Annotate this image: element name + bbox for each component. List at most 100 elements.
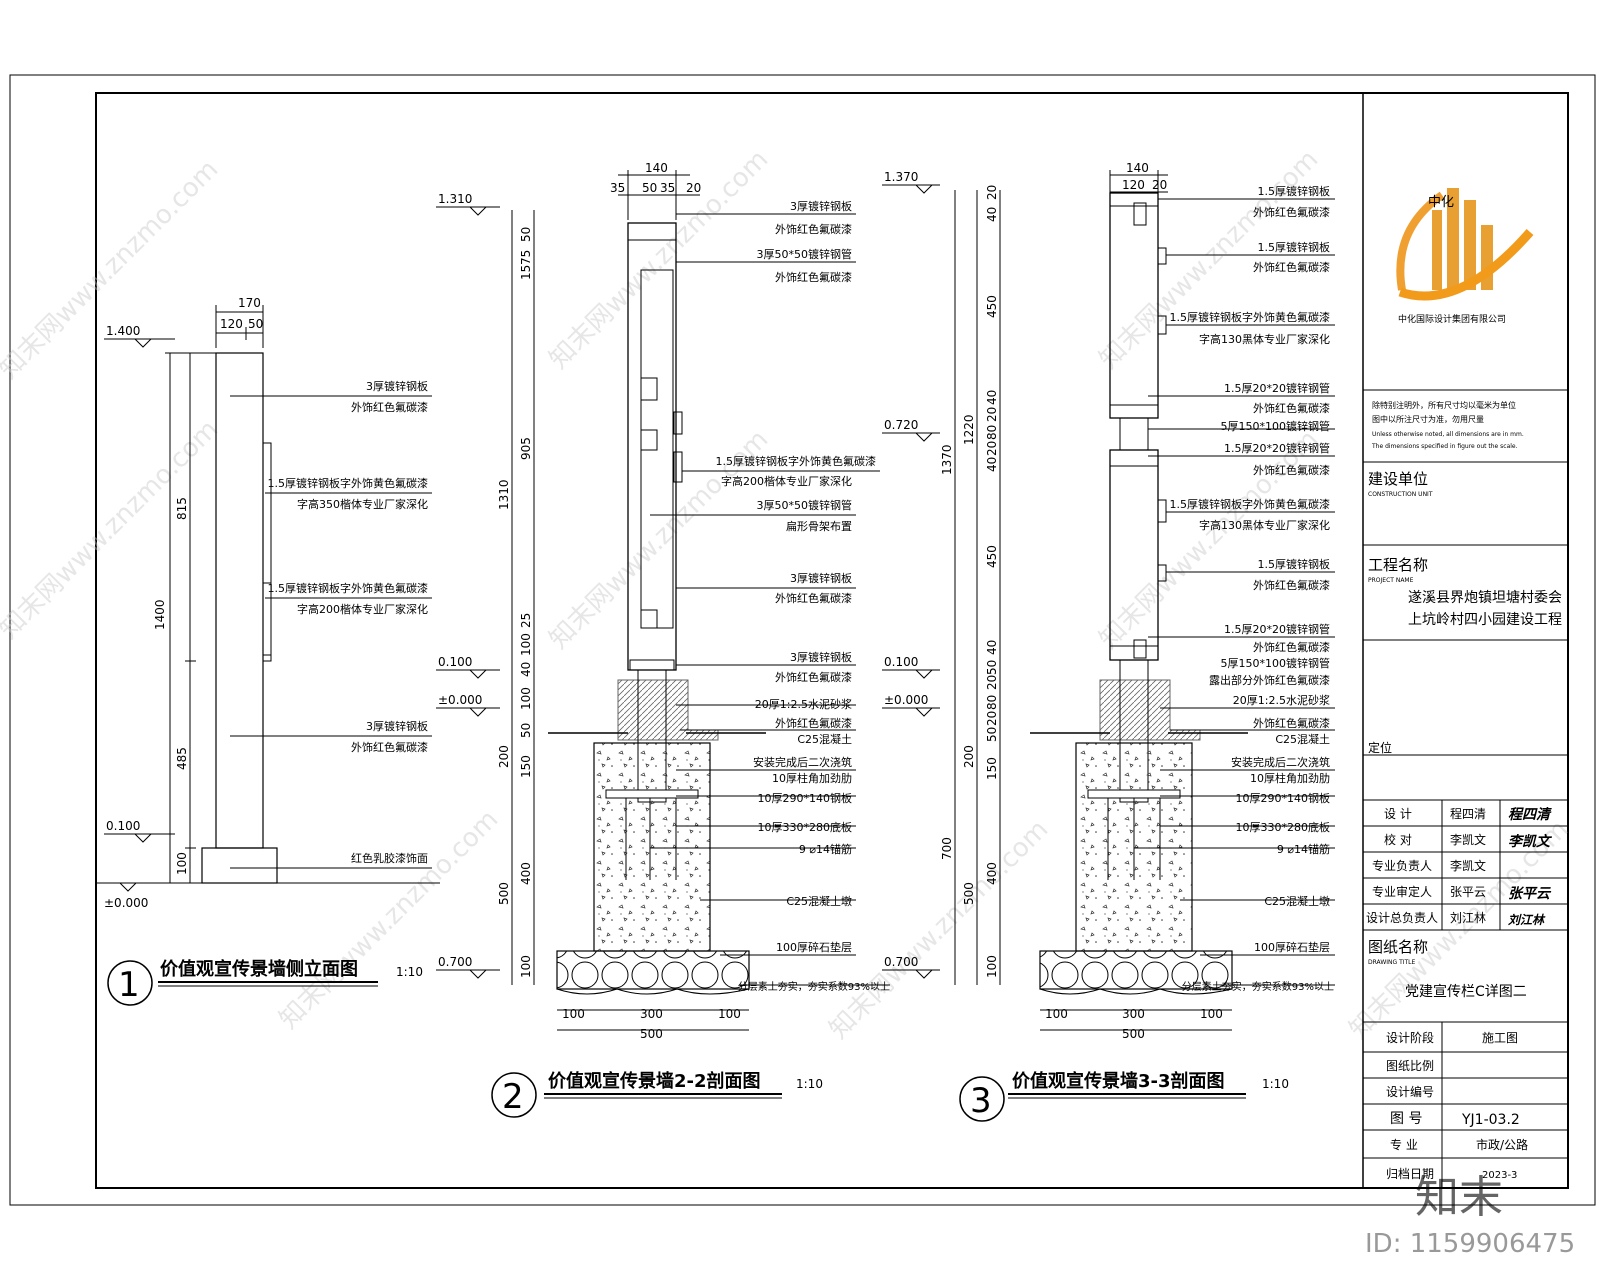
tb-role-5: 设计总负责人	[1366, 911, 1438, 925]
d2-note-1b: 外饰红色氟碳漆	[775, 222, 852, 236]
d3-dim-20: 20	[1152, 178, 1167, 192]
d2-note-2a: 3厚50*50镀锌钢管	[757, 247, 853, 261]
tb-role-2: 校 对	[1384, 832, 1412, 847]
watermark-id: ID: 1159906475	[1365, 1229, 1575, 1259]
company-logo: 中化 中化国际设计集团有限公司	[1396, 188, 1534, 325]
d1-note-1b: 外饰红色氟碳漆	[351, 400, 428, 414]
d1-note-2a: 1.5厚镀锌钢板字外饰黄色氟碳漆	[268, 476, 429, 490]
d3-note-2a: 1.5厚镀锌钢板	[1258, 240, 1331, 254]
title-block: 中化 中化国际设计集团有限公司 除特别注明外，所有尺寸均以毫米为单位 图中以所注…	[1362, 93, 1568, 1188]
d2-note-4a: 3厚50*50镀锌钢管	[757, 498, 853, 512]
d1-dim-1400: 1400	[153, 599, 167, 630]
d1-note-3b: 字高200楷体专业厂家深化	[297, 602, 428, 616]
d2-dim-35a: 35	[610, 181, 625, 195]
d2-note-15: 分层素土夯实，夯实系数93%以上	[738, 980, 890, 993]
d3-v-450a: 450	[985, 295, 999, 318]
d3-note-4c: 5厚150*100镀锌钢管	[1221, 419, 1331, 433]
d3-note-7b: 外饰红色氟碳漆	[1253, 578, 1330, 592]
d2-level-0000: ±0.000	[438, 693, 482, 707]
svg-text:知末网www.znzmo.com: 知末网www.znzmo.com	[274, 804, 505, 1035]
d2-b-500: 500	[640, 1027, 663, 1041]
svg-text:知末网www.znzmo.com: 知末网www.znzmo.com	[1094, 424, 1325, 655]
svg-text:知末网www.znzmo.com: 知末网www.znzmo.com	[0, 154, 224, 385]
d1-note-4a: 3厚镀锌钢板	[366, 719, 428, 733]
tb-drawing-name: 党建宣传栏C详图二	[1405, 984, 1527, 1000]
d3-v-1370: 1370	[940, 444, 954, 475]
d2-v-100c: 100	[519, 955, 533, 978]
d2-note-11: 10厚330*280底板	[758, 820, 853, 834]
d2-title: 价值观宣传景墙2-2剖面图	[548, 1070, 761, 1092]
d1-dim-170: 170	[238, 296, 261, 310]
d3-note-10b: C25混凝土	[1275, 732, 1330, 746]
d2-note-8b: C25混凝土	[797, 732, 852, 746]
d2-v-100a: 100	[519, 633, 533, 656]
d3-title-num: 3	[970, 1081, 992, 1121]
d3-note-5a: 1.5厚20*20镀锌钢管	[1224, 441, 1330, 455]
d3-note-7a: 1.5厚镀锌钢板	[1258, 557, 1331, 571]
d3-level-0100: 0.100	[884, 655, 918, 669]
d2-level-1310: 1.310	[438, 192, 472, 206]
tb-drawing-name-en: DRAWING TITLE	[1368, 959, 1416, 966]
d3-v-40d: 40	[985, 640, 999, 655]
d1-scale: 1:10	[396, 965, 423, 979]
d2-v-50b: 50	[519, 723, 533, 738]
tb-row-label-6: 归档日期	[1386, 1167, 1434, 1181]
tb-row-value-5: 市政/公路	[1476, 1137, 1528, 1152]
d1-level-0000: ±0.000	[104, 896, 148, 910]
d3-dim-140: 140	[1126, 161, 1149, 175]
d3-note-3b: 字高130黑体专业厂家深化	[1199, 332, 1330, 346]
d3-note-12: 10厚290*140钢板	[1236, 791, 1331, 805]
d3-level-1370: 1.370	[884, 170, 918, 184]
d2-note-3b: 字高200楷体专业厂家深化	[721, 474, 852, 488]
d2-v-150: 150	[519, 755, 533, 778]
d3-v-100: 100	[985, 955, 999, 978]
tb-stamp-label: 定位	[1368, 740, 1392, 755]
tb-name-3: 李凯文	[1450, 858, 1486, 873]
d3-note-4a: 1.5厚20*20镀锌钢管	[1224, 381, 1330, 395]
tb-row-label-2: 图纸比例	[1386, 1059, 1434, 1073]
tb-row-value-1: 施工图	[1482, 1031, 1518, 1045]
d1-note-2b: 字高350楷体专业厂家深化	[297, 497, 428, 511]
tb-name-4: 张平云	[1450, 885, 1486, 899]
d2-v-15: 15	[519, 265, 533, 280]
d1-dim-485: 485	[175, 747, 189, 770]
tb-project-label: 工程名称	[1368, 556, 1428, 574]
d2-note-3a: 1.5厚镀锌钢板字外饰黄色氟碳漆	[716, 454, 877, 468]
d1-note-4b: 外饰红色氟碳漆	[351, 740, 428, 754]
d1-dim-100: 100	[175, 852, 189, 875]
signatures: 程四清 李凯文 张平云 刘江林	[1508, 806, 1553, 927]
drawing-2-section: 140 35 50 35 20 50 75 15 905 25 100 40 1…	[436, 161, 890, 1118]
d3-note-8c: 5厚150*100镀锌钢管	[1221, 656, 1331, 670]
tb-note-4: The dimensions specified in figure out t…	[1371, 443, 1518, 450]
tb-note-3: Unless otherwise noted, all dimensions a…	[1372, 431, 1524, 438]
d2-note-4b: 扁形骨架布置	[786, 520, 852, 533]
svg-text:知末网www.znzmo.com: 知末网www.znzmo.com	[0, 414, 224, 645]
d3-v-200: 200	[962, 745, 976, 768]
tb-note-1: 除特别注明外，所有尺寸均以毫米为单位	[1372, 400, 1516, 410]
tb-row-value-6: 2023-3	[1482, 1170, 1517, 1181]
d3-v-40c: 40	[985, 457, 999, 472]
d2-v-50a: 50	[519, 227, 533, 242]
d3-v-150: 150	[985, 757, 999, 780]
d2-note-6b: 外饰红色氟碳漆	[775, 670, 852, 684]
d3-note-17: 分层素土夯实，夯实系数93%以上	[1182, 980, 1334, 993]
signature-3: 张平云	[1508, 886, 1552, 902]
d2-dim-20: 20	[686, 181, 701, 195]
d3-v-80b: 80	[985, 695, 999, 710]
d3-v-700: 700	[940, 837, 954, 860]
d3-v-80a: 80	[985, 425, 999, 440]
d2-v-400: 400	[519, 862, 533, 885]
d3-note-10a: 外饰红色氟碳漆	[1253, 716, 1330, 730]
d2-b-100b: 100	[718, 1007, 741, 1021]
watermark-logo: 知末	[1415, 1172, 1503, 1223]
d2-v-40: 40	[519, 662, 533, 677]
drawing-1-side-elevation: 170 120 50 815 1400 485 100 1.400 0.100 …	[96, 296, 440, 1006]
d3-v-20b: 20	[985, 407, 999, 422]
d2-note-10: 10厚290*140钢板	[758, 791, 853, 805]
d2-note-5a: 3厚镀锌钢板	[790, 571, 852, 585]
tb-row-label-1: 设计阶段	[1386, 1030, 1434, 1045]
d2-level-0700: 0.700	[438, 955, 472, 969]
d2-b-100a: 100	[562, 1007, 585, 1021]
svg-text:知末网www.znzmo.com: 知末网www.znzmo.com	[544, 144, 775, 375]
d3-v-50a: 50	[985, 660, 999, 675]
